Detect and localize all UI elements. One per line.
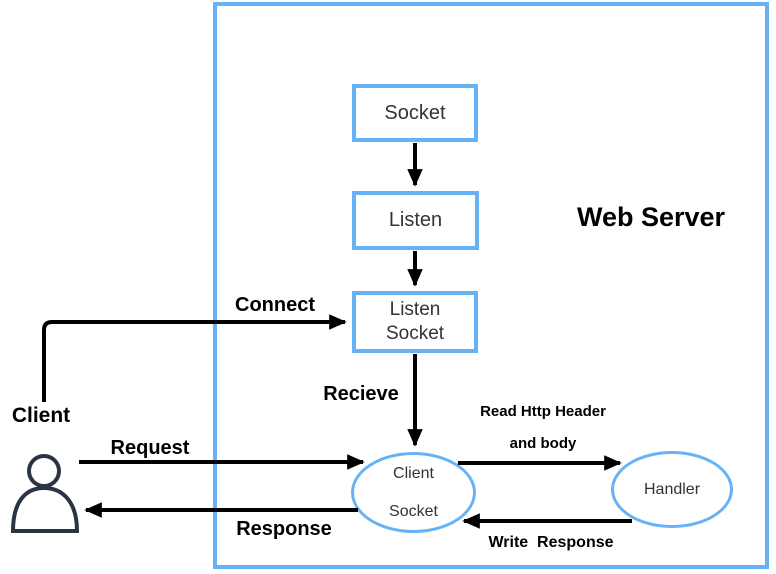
- node-listen-socket-label-line2: Socket: [385, 323, 445, 344]
- node-listen-socket-label-line1: Listen: [389, 299, 441, 321]
- node-handler-label: Handler: [643, 480, 701, 498]
- node-client-socket-label-line1: Client: [393, 464, 434, 482]
- edge-label-response: Response: [236, 518, 332, 540]
- node-listen: Listen: [352, 191, 479, 250]
- node-socket-label: Socket: [384, 101, 446, 124]
- node-handler: Handler: [611, 451, 733, 528]
- edge-label-read-http-header: Read Http Header: [480, 403, 606, 420]
- node-listen-label: Listen: [388, 209, 443, 231]
- edge-label-recieve: Recieve: [323, 383, 399, 405]
- edge-label-and-body: and body: [509, 435, 577, 452]
- edge-label-write-response: Write Response: [488, 534, 614, 551]
- node-socket: Socket: [352, 84, 478, 142]
- web-server-title: Web Server: [576, 202, 726, 232]
- node-listen-socket: Listen Socket: [352, 291, 478, 353]
- client-actor-label: Client: [11, 404, 71, 427]
- edge-label-connect: Connect: [235, 294, 315, 316]
- client-person-icon: [10, 454, 80, 533]
- edge-label-request: Request: [110, 437, 190, 459]
- node-client-socket: Client Socket: [351, 452, 476, 533]
- node-client-socket-label-line2: Socket: [389, 502, 438, 520]
